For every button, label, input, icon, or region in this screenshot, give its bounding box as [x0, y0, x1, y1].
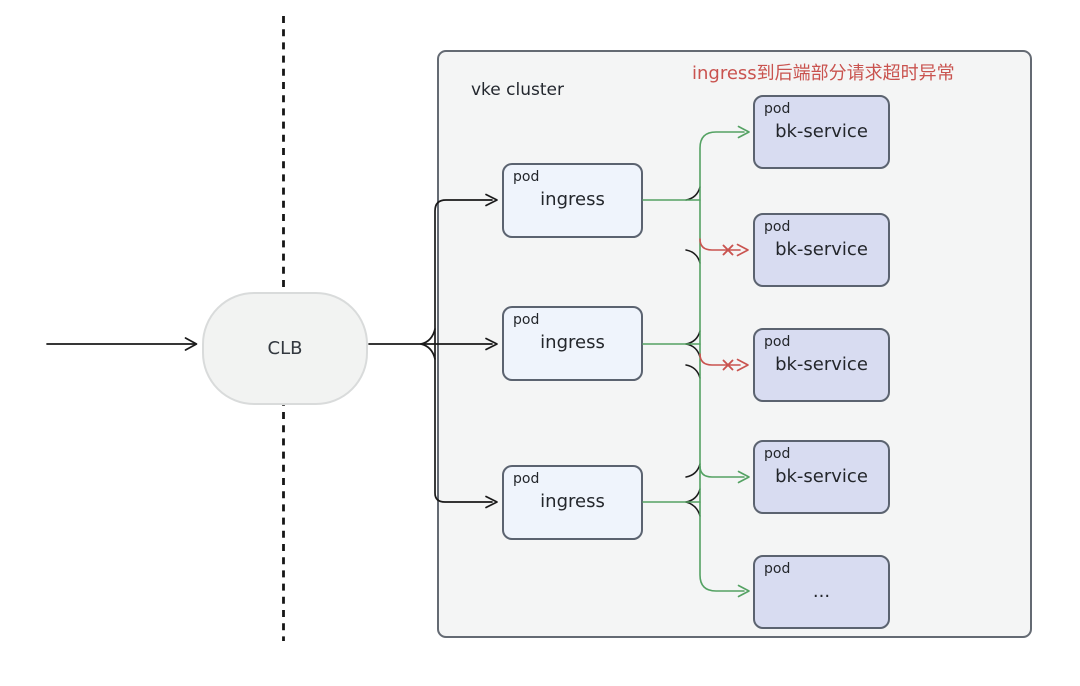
- ingress-pod-3: pod ingress: [502, 465, 643, 540]
- pod-kind-label: pod: [764, 561, 791, 577]
- pod-kind-label: pod: [764, 446, 791, 462]
- timeout-annotation: ingress到后端部分请求超时异常: [692, 63, 955, 84]
- bk-service-pod-2: pod bk-service: [753, 213, 890, 287]
- pod-name: ...: [812, 580, 831, 602]
- vke-cluster-label: vke cluster: [471, 80, 564, 100]
- bus-junction-curl: [420, 343, 436, 360]
- pod-name: bk-service: [775, 353, 868, 375]
- pod-name: bk-service: [775, 238, 868, 260]
- pod-name: ingress: [540, 188, 605, 210]
- pod-name: ingress: [540, 490, 605, 512]
- pod-kind-label: pod: [764, 101, 791, 117]
- ellipsis-pod-5: pod ...: [753, 555, 890, 629]
- pod-kind-label: pod: [513, 471, 540, 487]
- pod-name: bk-service: [775, 120, 868, 142]
- pod-kind-label: pod: [764, 219, 791, 235]
- ingress-pod-1: pod ingress: [502, 163, 643, 238]
- ingress-pod-2: pod ingress: [502, 306, 643, 381]
- clb-label: CLB: [267, 338, 303, 359]
- bk-service-pod-1: pod bk-service: [753, 95, 890, 169]
- pod-kind-label: pod: [764, 334, 791, 350]
- pod-name: bk-service: [775, 465, 868, 487]
- bus-junction-curl: [420, 328, 436, 345]
- pod-kind-label: pod: [513, 312, 540, 328]
- bk-service-pod-4: pod bk-service: [753, 440, 890, 514]
- inbound-arrowhead-icon: [184, 337, 198, 351]
- clb-node: CLB: [202, 292, 368, 405]
- pod-kind-label: pod: [513, 169, 540, 185]
- bk-service-pod-3: pod bk-service: [753, 328, 890, 402]
- pod-name: ingress: [540, 331, 605, 353]
